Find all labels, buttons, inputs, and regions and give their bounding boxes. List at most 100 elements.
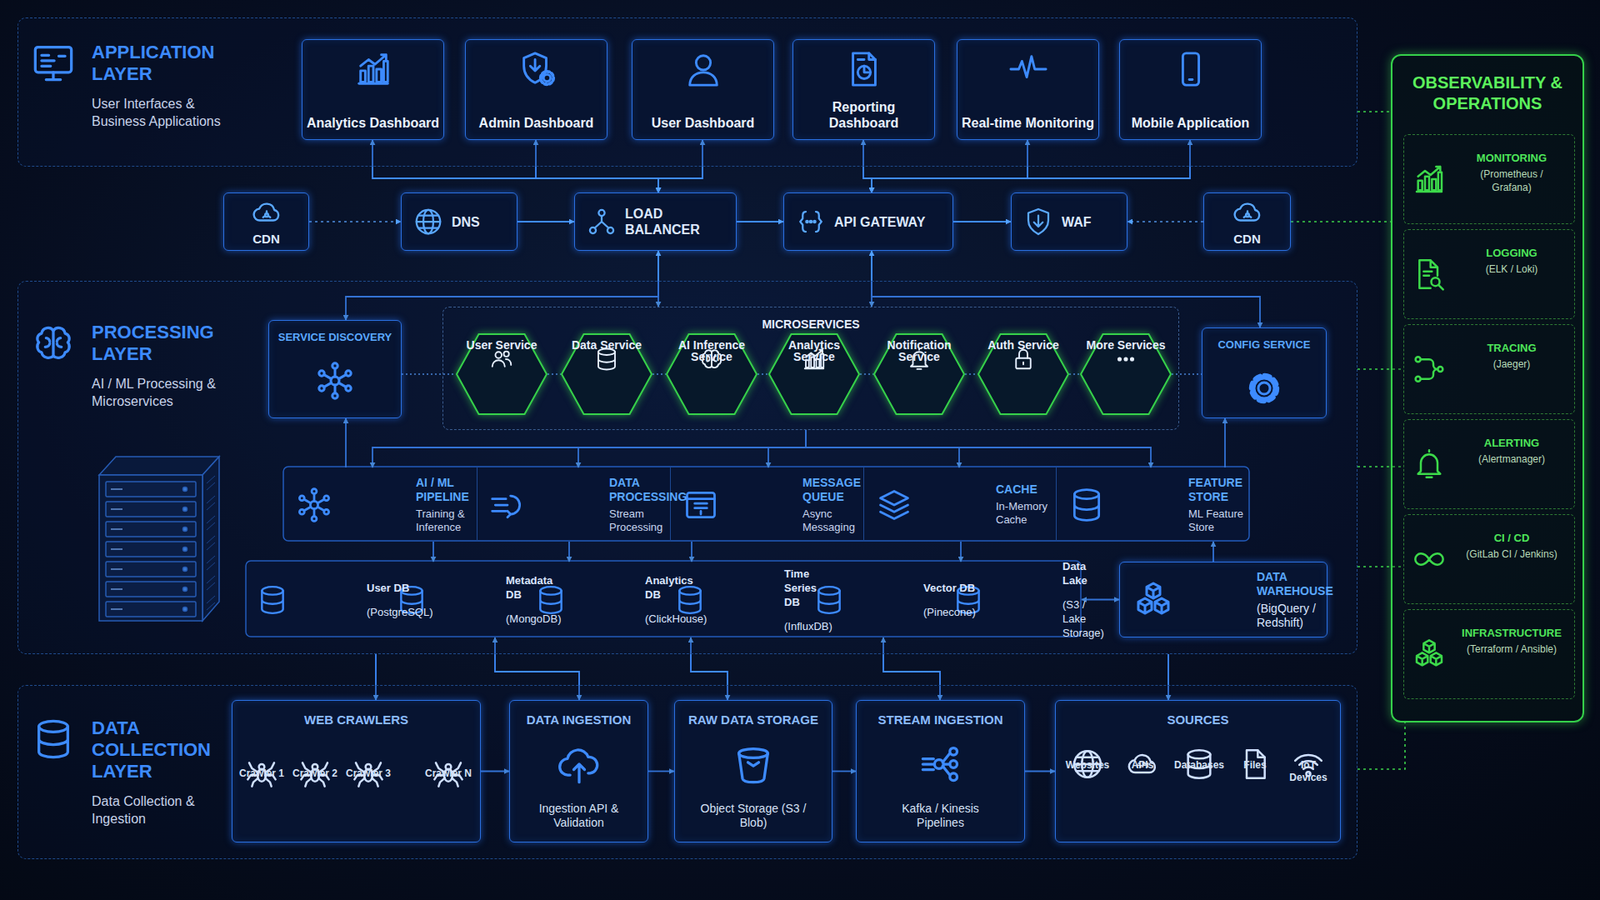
node-title: PROCESSING LAYER	[91, 321, 235, 365]
node-title: APPLICATION LAYER	[91, 41, 235, 85]
text-group: Auth Service	[977, 339, 1070, 404]
node-title: WEB CRAWLERS	[304, 712, 409, 728]
icon-stroke	[857, 53, 875, 60]
node-icon	[295, 486, 333, 524]
service-hexagon: Analytics Service	[768, 333, 860, 415]
text-group: CONFIG SERVICE	[1207, 338, 1321, 352]
icon-stroke	[304, 493, 325, 516]
node-subtitle: Object Storage (S3 / Blob)	[699, 801, 808, 830]
node-subtitle: Training & Inference	[415, 507, 472, 535]
node-title: User Dashboard	[635, 115, 770, 131]
node-icon	[845, 50, 884, 89]
node-title: DNS	[451, 214, 480, 230]
source-item: Crawler 1	[235, 755, 289, 827]
node-title: Mobile Application	[1123, 115, 1258, 131]
graphic-part	[957, 586, 979, 595]
dotted-connector	[1357, 110, 1391, 113]
text-group: STREAM INGESTIONKafka / Kinesis Pipeline…	[861, 712, 1020, 830]
node-title: Analytics Service	[768, 339, 860, 363]
node-subtitle: (S3 / Lake Storage)	[1062, 597, 1105, 640]
gateway-box: DNS	[400, 192, 518, 251]
node-title: DATA PROCESSING	[609, 475, 687, 505]
icon-stroke	[540, 590, 561, 613]
graphic-part	[1438, 172, 1442, 191]
dotted-connector	[1357, 722, 1405, 770]
node-title: FEATURE STORE	[1188, 475, 1245, 505]
node-title: Analytics DB	[645, 573, 707, 602]
text-group: DATA COLLECTION LAYERData Collection & I…	[91, 717, 225, 828]
connector-arrow	[736, 220, 784, 223]
node-title: LOAD BALANCER	[625, 205, 709, 238]
icon-stroke	[689, 72, 717, 85]
node-subtitle: (Alertmanager)	[1460, 452, 1563, 466]
graphic-part	[1425, 176, 1430, 191]
text-group: CDN	[225, 231, 307, 247]
source-item: Crawler 3	[341, 755, 395, 827]
icon-stroke	[1419, 260, 1438, 288]
text-group: Crawler 3	[341, 767, 395, 827]
node-title: Time Series DB	[784, 566, 833, 610]
text-group: AI / ML PIPELINETraining & Inference	[415, 475, 477, 535]
icon-stroke	[679, 590, 700, 613]
node-title: CI / CD	[1460, 531, 1563, 545]
dotted-connector	[309, 220, 401, 223]
dotted-connector	[1290, 220, 1391, 223]
text-group: DATA INGESTIONIngestion API & Validation	[515, 712, 643, 830]
collection-box: WEB CRAWLERSCrawler 1Crawler 2Crawler 3C…	[231, 700, 481, 843]
node-icon	[674, 583, 706, 617]
operations-item: ALERTING(Alertmanager)	[1403, 419, 1575, 510]
node-subtitle: AI / ML Processing & Microservices	[91, 375, 235, 410]
graphic-part	[1258, 382, 1270, 395]
database-cell: Analytics DB(ClickHouse)	[525, 561, 665, 638]
text-group: APPLICATION LAYERUser Interfaces & Busin…	[91, 41, 235, 130]
node-icon	[586, 206, 617, 237]
node-icon	[489, 486, 526, 524]
icon-stroke	[324, 368, 346, 394]
node-title: CACHE	[995, 482, 1051, 497]
layer-band: APPLICATION LAYERUser Interfaces & Busin…	[17, 17, 1358, 167]
graphic-part	[695, 55, 710, 70]
service-hexagon: Data Service	[560, 333, 653, 415]
node-title: Notification Service	[873, 339, 965, 363]
node-subtitle: (Terraform / Ansible)	[1460, 642, 1563, 656]
operations-item: LOGGING(ELK / Loki)	[1403, 229, 1575, 320]
icon-stroke	[1423, 640, 1435, 653]
node-title: OBSERVABILITY & OPERATIONS	[1400, 72, 1575, 115]
graphic-part	[1124, 357, 1127, 360]
icon-stroke	[261, 590, 283, 613]
dashboard-box: Real-time Monitoring	[956, 39, 1100, 140]
graphic-part	[1074, 489, 1099, 499]
text-group: Metadata DB(MongoDB)	[505, 573, 565, 626]
node-icon	[517, 50, 556, 89]
node-icon	[1009, 50, 1048, 89]
text-group: Crawler 2	[288, 767, 342, 827]
node-icon	[354, 50, 393, 89]
icon-stroke	[957, 590, 979, 613]
node-title: Crawler 1	[239, 767, 285, 780]
node-title: TRACING	[1460, 341, 1563, 355]
graphic-part	[687, 492, 715, 517]
icon-stroke	[507, 510, 511, 517]
collection-box: STREAM INGESTIONKafka / Kinesis Pipeline…	[855, 700, 1025, 843]
node-title: RAW DATA STORAGE	[688, 712, 819, 728]
hexagon-shape	[978, 334, 1069, 415]
text-group: Analytics Dashboard	[305, 115, 440, 131]
node-subtitle: (Pinecone)	[923, 605, 976, 620]
icon-stroke	[864, 65, 871, 73]
text-group: Reporting Dashboard	[796, 99, 931, 131]
text-group: Time Series DB(InfluxDB)	[784, 566, 836, 634]
text-group: Admin Dashboard	[469, 115, 604, 131]
text-group: Analytics Service	[768, 339, 860, 404]
node-title: Websites	[1065, 759, 1110, 772]
text-group: FEATURE STOREML Feature Store	[1188, 475, 1250, 535]
database-cell: Data Lake(S3 / Lake Storage)	[942, 561, 1082, 638]
source-item: Crawler 2	[288, 755, 342, 827]
icon-stroke	[1010, 56, 1045, 78]
hexagon-shape	[874, 334, 965, 415]
node-title: Vector DB	[923, 580, 976, 595]
graphic-part	[1431, 179, 1436, 190]
icon-stroke	[1019, 350, 1028, 365]
text-group: OBSERVABILITY & OPERATIONS	[1400, 72, 1575, 115]
node-subtitle: (ELK / Loki)	[1460, 262, 1563, 276]
dashboard-box: Admin Dashboard	[465, 39, 608, 140]
